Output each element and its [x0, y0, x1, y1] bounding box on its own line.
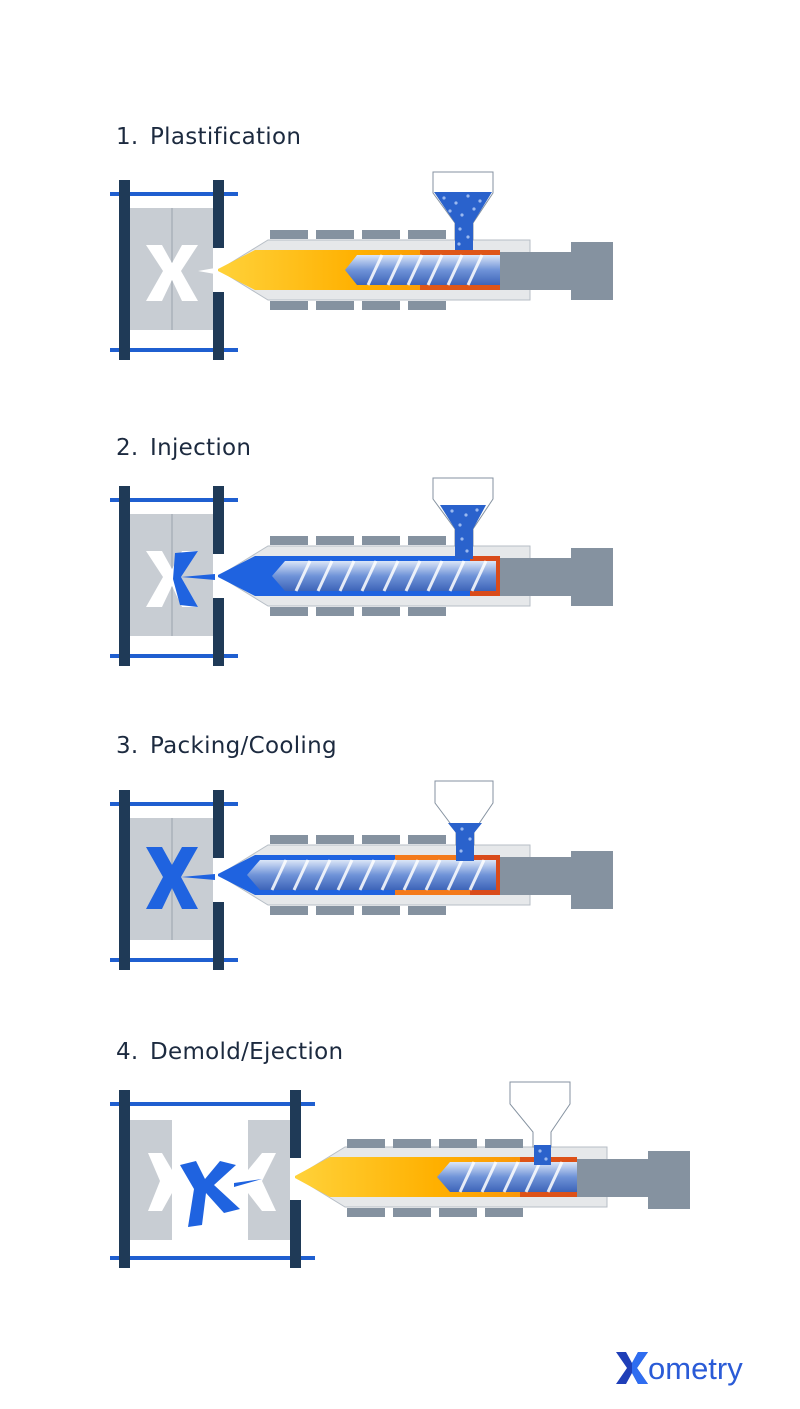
hopper [509, 1081, 571, 1148]
rear-platen [119, 1090, 130, 1268]
pellets [434, 192, 492, 250]
screw-drive [500, 558, 572, 596]
ejected-part [180, 1161, 240, 1227]
pellets [440, 505, 486, 559]
tie-bar-top [110, 192, 238, 196]
front-platen-upper [213, 486, 224, 554]
xometry-logo: ometry [612, 1346, 772, 1390]
screw-drive [500, 857, 572, 895]
stage-number: 4. [116, 1039, 139, 1065]
rear-platen [119, 486, 130, 666]
drive-motor [571, 548, 613, 606]
molded-part [146, 847, 198, 909]
stage-number: 1. [116, 124, 139, 150]
front-platen-upper [213, 180, 224, 248]
stage-label: Injection [150, 435, 252, 461]
stage-title: 4. Demold/Ejection [116, 1039, 343, 1065]
tie-bar-bottom [110, 348, 238, 352]
stage-title: 3. Packing/Cooling [116, 733, 337, 759]
drive-motor [571, 242, 613, 300]
stage-title: 2. Injection [116, 435, 251, 461]
heater-bands [270, 230, 446, 310]
screw-drive [500, 252, 572, 290]
machine-diagram-injection [110, 477, 613, 666]
stage-number: 2. [116, 435, 139, 461]
screw [247, 860, 496, 890]
pellets [448, 823, 482, 861]
stage-label: Plastification [150, 124, 302, 150]
front-platen-upper [290, 1090, 301, 1158]
stage-label: Packing/Cooling [150, 733, 337, 759]
pellets [534, 1145, 551, 1165]
front-platen-lower [213, 292, 224, 360]
front-platen-lower [213, 902, 224, 970]
machine-diagram-plastification [110, 171, 613, 360]
stage-label: Demold/Ejection [150, 1039, 344, 1065]
logo-mark: ometry [616, 1351, 743, 1386]
screw-drive [577, 1159, 649, 1197]
stage-title: 1. Plastification [116, 124, 301, 150]
front-platen-lower [213, 598, 224, 666]
rear-platen [119, 790, 130, 970]
cavity-empty [146, 245, 198, 301]
rear-platen [119, 180, 130, 360]
front-platen-upper [213, 790, 224, 858]
drive-motor [648, 1151, 690, 1209]
drive-motor [571, 851, 613, 909]
screw [345, 255, 500, 285]
logo-text: ometry [648, 1351, 743, 1386]
stage-number: 3. [116, 733, 139, 759]
front-platen-lower [290, 1200, 301, 1268]
machine-diagram-demold [110, 1081, 690, 1268]
cavity-partial-fill [173, 551, 198, 607]
machine-diagram-packing [110, 780, 613, 970]
